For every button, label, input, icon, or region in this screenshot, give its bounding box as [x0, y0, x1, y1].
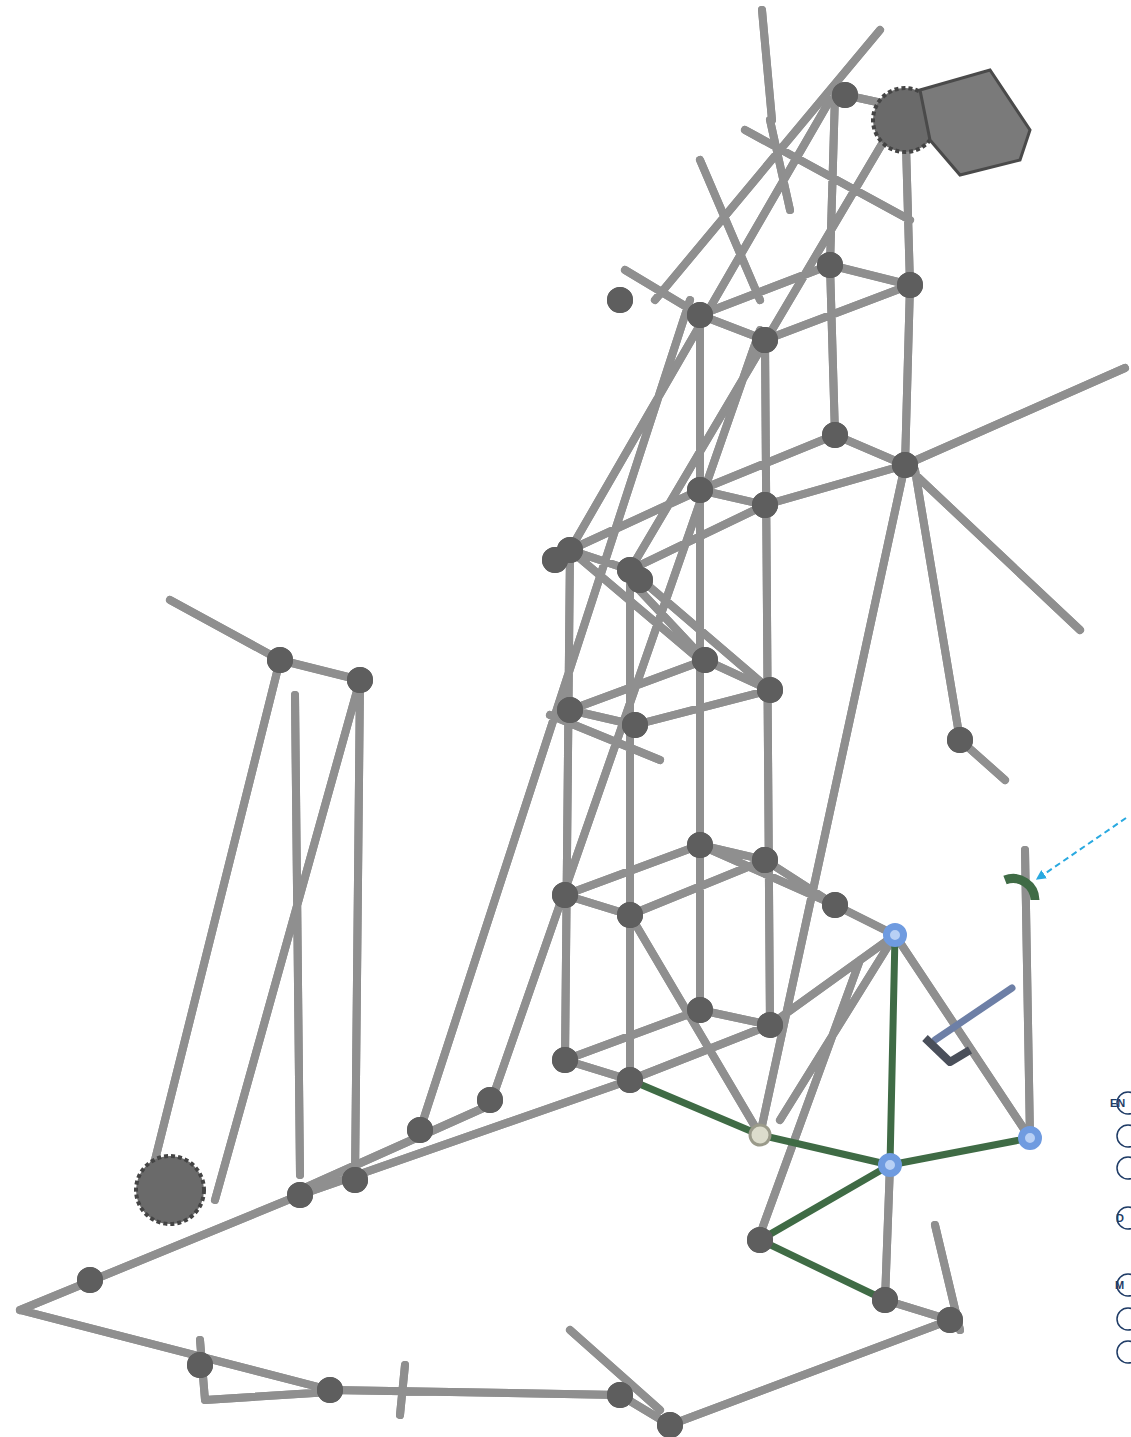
rods [20, 10, 1125, 1425]
step-circle [1117, 1157, 1131, 1179]
rod-outline [20, 10, 1125, 1425]
gear [136, 1156, 204, 1224]
step-circle [1117, 1207, 1131, 1229]
blue-hub-highlight [890, 935, 1030, 1165]
step-circle [1117, 1308, 1131, 1330]
step-circle [1117, 1125, 1131, 1147]
step-label: EN [1110, 1098, 1125, 1109]
blue-rod [935, 988, 1012, 1040]
step-label: M [1115, 1280, 1124, 1291]
rod-highlight [20, 10, 1125, 1425]
green-rods [630, 935, 1030, 1300]
light-hub [750, 1125, 770, 1145]
bent-connector [925, 1038, 970, 1062]
step-label: D [1116, 1213, 1124, 1224]
step-circle [1117, 1341, 1131, 1363]
green-connector [1005, 878, 1035, 900]
hub-connectors [90, 95, 960, 1425]
blue-hubs [890, 935, 1030, 1165]
motor [920, 70, 1030, 175]
placement-arrow [1040, 818, 1126, 877]
step-circles [1117, 1092, 1131, 1363]
hub-highlight [90, 95, 960, 1425]
